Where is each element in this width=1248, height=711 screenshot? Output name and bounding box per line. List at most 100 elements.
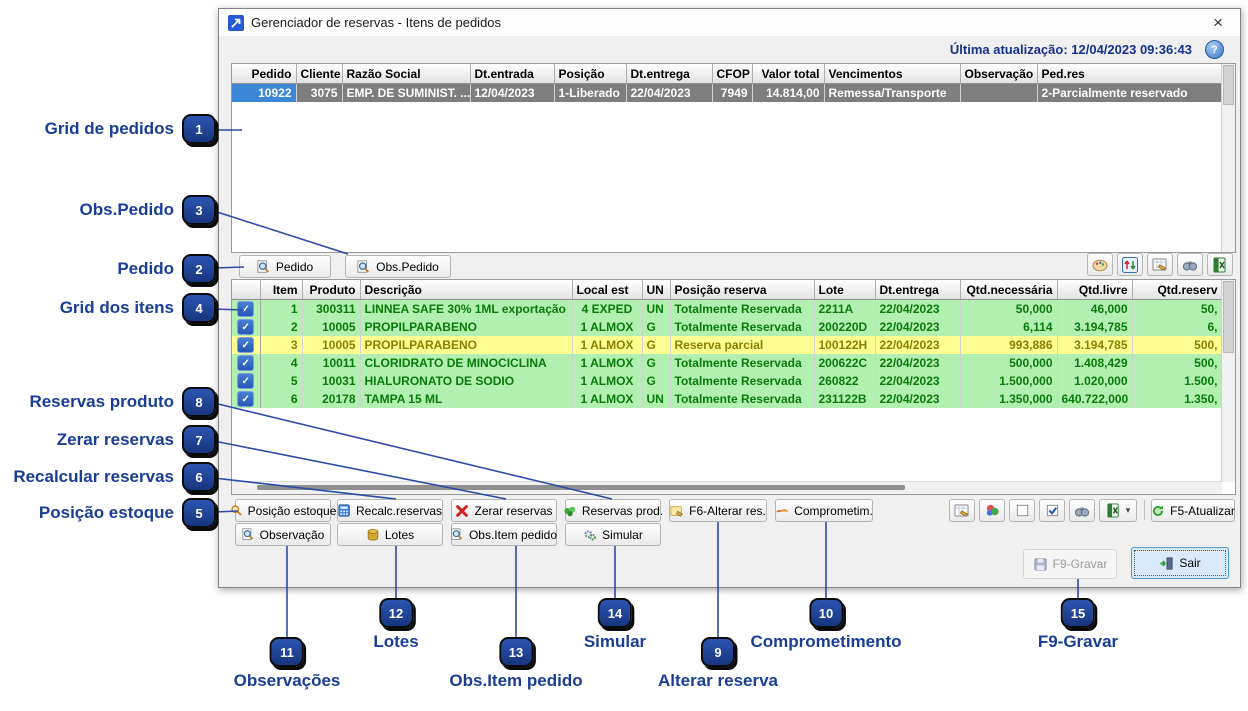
scrollbar-thumb[interactable] (1223, 65, 1234, 105)
posicao-estoque-button[interactable]: Posição estoque (231, 499, 336, 522)
scrollbar-thumb[interactable] (257, 485, 905, 490)
item-row[interactable]: ✓ 5 10031 HIALURONATO DE SODIO 1 ALMOX G… (232, 372, 1223, 390)
items-grid-hscrollbar[interactable] (232, 481, 1222, 494)
annotation-label: Obs.Pedido (79, 200, 174, 219)
alter-grid-button-2[interactable] (949, 499, 975, 522)
tab-pedido[interactable]: Pedido (239, 255, 331, 278)
chevron-down-icon: ▾ (1125, 505, 1131, 515)
cell-qtd-reservada: 1.350, (1132, 390, 1223, 408)
annotation-label: F9-Gravar (1037, 632, 1119, 651)
item-row[interactable]: ✓ 6 20178 TAMPA 15 ML 1 ALMOX UN Totalme… (232, 390, 1223, 408)
cell-qtd-reservada: 6, (1132, 318, 1223, 336)
col-cliente[interactable]: Cliente (296, 64, 343, 84)
orders-grid-vscrollbar[interactable] (1221, 64, 1235, 252)
f6-alterar-res-button[interactable]: F6-Alterar res. (669, 499, 767, 522)
scrollbar-thumb[interactable] (1223, 281, 1234, 353)
sort-button[interactable] (1117, 253, 1143, 276)
row-checkbox[interactable]: ✓ (232, 372, 261, 390)
f9-gravar-label: F9-Gravar (1052, 557, 1108, 571)
col-select (232, 280, 261, 300)
titlebar: Gerenciador de reservas - Itens de pedid… (219, 9, 1240, 36)
item-row[interactable]: ✓ 1 300311 LINNEA SAFE 30% 1ML exportaçã… (232, 299, 1223, 318)
col-posicao-reserva[interactable]: Posição reserva (670, 280, 815, 300)
cell-produto: 10005 (302, 318, 361, 336)
lotes-button[interactable]: Lotes (337, 523, 443, 546)
col-razao-social[interactable]: Razão Social (342, 64, 471, 84)
col-valor-total[interactable]: Valor total (752, 64, 825, 84)
col-descricao[interactable]: Descrição (360, 280, 573, 300)
col-item[interactable]: Item (260, 280, 303, 300)
help-icon[interactable]: ? (1205, 40, 1224, 59)
cell-un: UN (642, 390, 671, 408)
cell-cfop: 7949 (712, 83, 753, 102)
window-title: Gerenciador de reservas - Itens de pedid… (251, 15, 502, 30)
col-qtd-reservada[interactable]: Qtd.reserv (1132, 280, 1223, 300)
posicao-estoque-label: Posição estoque (247, 503, 337, 518)
cell-qtd-livre: 3.194,785 (1057, 336, 1133, 354)
col-observacao[interactable]: Observação (960, 64, 1038, 84)
cell-vencimentos: Remessa/Transporte (824, 83, 961, 102)
comprometim-label: Comprometim. (794, 503, 873, 518)
row-checkbox[interactable]: ✓ (232, 299, 261, 318)
f9-gravar-button[interactable]: F9-Gravar (1023, 549, 1117, 579)
col-ped-res[interactable]: Ped.res (1037, 64, 1223, 84)
cell-item: 3 (260, 336, 303, 354)
col-qtd-necessaria[interactable]: Qtd.necessária (960, 280, 1058, 300)
row-checkbox[interactable]: ✓ (232, 390, 261, 408)
row-checkbox[interactable]: ✓ (232, 318, 261, 336)
col-dt-entrega[interactable]: Dt.entrega (626, 64, 713, 84)
obs-item-pedido-button[interactable]: Obs.Item pedido (451, 523, 557, 546)
col-vencimentos[interactable]: Vencimentos (824, 64, 961, 84)
check-all-button[interactable] (1039, 499, 1065, 522)
alter-grid-button[interactable] (1147, 253, 1173, 276)
cell-item: 2 (260, 318, 303, 336)
annotation-label: Grid de pedidos (44, 119, 174, 138)
row-checkbox[interactable]: ✓ (232, 336, 261, 354)
tab-obs-pedido[interactable]: Obs.Pedido (345, 255, 451, 278)
magnifier-icon (357, 259, 371, 274)
cell-observacao (960, 83, 1038, 102)
col-dt-entrega[interactable]: Dt.entrega (875, 280, 961, 300)
simular-button[interactable]: Simular (565, 523, 661, 546)
reservas-prod-button[interactable]: Reservas prod. (564, 499, 663, 522)
comprometim-button[interactable]: Comprometim. (775, 499, 873, 522)
col-dt-entrada[interactable]: Dt.entrada (470, 64, 555, 84)
item-row[interactable]: ✓ 2 10005 PROPILPARABENO 1 ALMOX G Total… (232, 318, 1223, 336)
close-icon[interactable]: × (1213, 12, 1223, 32)
magnifier-icon (242, 528, 255, 541)
annotation-badge: 15 (1060, 598, 1095, 628)
sair-button[interactable]: Sair (1131, 547, 1229, 579)
items-grid-vscrollbar[interactable] (1221, 280, 1235, 482)
observacao-button[interactable]: Observação (235, 523, 331, 546)
annotation-obs-item-pedido: 13 Obs.Item pedido (449, 637, 583, 691)
recalc-reservas-button[interactable]: Recalc.reservas (337, 499, 443, 522)
col-posicao[interactable]: Posição (554, 64, 627, 84)
uncheck-all-button[interactable] (1009, 499, 1035, 522)
excel-export-items-button[interactable]: ▾ (1099, 499, 1137, 522)
col-produto[interactable]: Produto (302, 280, 361, 300)
checkbox-empty-icon (1015, 503, 1030, 518)
tab-obs-pedido-label: Obs.Pedido (376, 259, 439, 274)
search-items-button[interactable] (1069, 499, 1095, 522)
col-cfop[interactable]: CFOP (712, 64, 753, 84)
order-row[interactable]: 10922 3075 EMP. DE SUMINIST. ... 12/04/2… (232, 83, 1223, 102)
col-lote[interactable]: Lote (814, 280, 876, 300)
col-qtd-livre[interactable]: Qtd.livre (1057, 280, 1133, 300)
cell-qtd-reservada: 50, (1132, 299, 1223, 318)
col-un[interactable]: UN (642, 280, 671, 300)
search-button[interactable] (1177, 253, 1203, 276)
f5-atualizar-button[interactable]: F5-Atualizar (1151, 499, 1235, 522)
palette-button[interactable] (1087, 253, 1113, 276)
legend-colors-button[interactable] (979, 499, 1005, 522)
item-row[interactable]: ✓ 3 10005 PROPILPARABENO 1 ALMOX G Reser… (232, 336, 1223, 354)
row-checkbox[interactable]: ✓ (232, 354, 261, 372)
col-pedido[interactable]: Pedido (232, 64, 297, 84)
annotation-badge: 1 (182, 114, 216, 144)
checkbox-checked-icon: ✓ (237, 355, 255, 372)
cell-cliente: 3075 (296, 83, 343, 102)
item-row[interactable]: ✓ 4 10011 CLORIDRATO DE MINOCICLINA 1 AL… (232, 354, 1223, 372)
col-local-est[interactable]: Local est (572, 280, 643, 300)
zerar-reservas-button[interactable]: Zerar reservas (451, 499, 557, 522)
cell-item: 5 (260, 372, 303, 390)
excel-export-button[interactable] (1207, 253, 1233, 276)
